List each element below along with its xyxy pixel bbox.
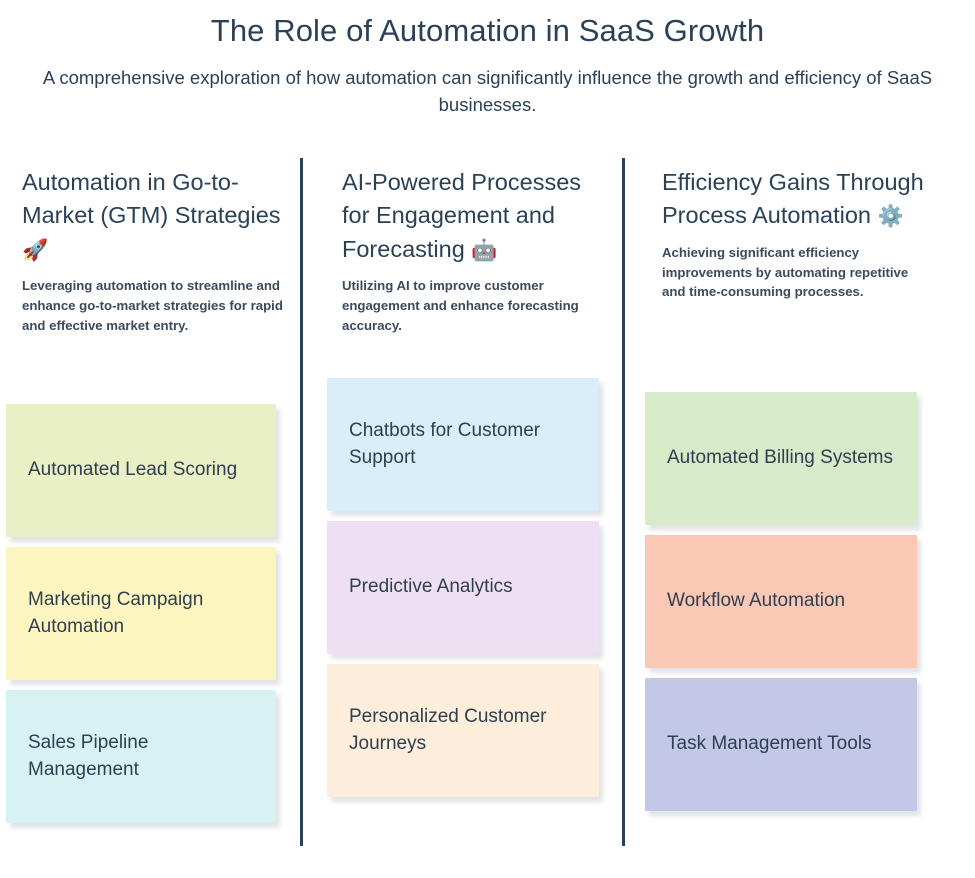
column-1-heading-text: Automation in Go-to-Market (GTM) Strateg…: [22, 169, 281, 229]
column-divider-2: [622, 158, 625, 846]
column-efficiency-gains: Efficiency Gains Through Process Automat…: [645, 158, 930, 811]
column-3-card-list: Automated Billing Systems Workflow Autom…: [645, 392, 917, 821]
card-item[interactable]: Predictive Analytics: [327, 521, 599, 654]
column-3-heading-text: Efficiency Gains Through Process Automat…: [662, 169, 924, 229]
robot-icon: 🤖: [471, 238, 498, 262]
card-item[interactable]: Automated Billing Systems: [645, 392, 917, 525]
columns-region: Automation in Go-to-Market (GTM) Strateg…: [0, 158, 975, 858]
card-label: Personalized Customer Journeys: [349, 705, 547, 754]
card-label: Automated Lead Scoring: [28, 459, 238, 481]
column-2-card-list: Chatbots for Customer Support Predictive…: [327, 378, 599, 807]
column-1-heading: Automation in Go-to-Market (GTM) Strateg…: [22, 166, 290, 266]
column-2-description: Utilizing AI to improve customer engagem…: [342, 278, 579, 333]
card-label: Workflow Automation: [667, 590, 846, 612]
column-3-description: Achieving significant efficiency improve…: [662, 244, 909, 300]
column-2-heading-text: AI-Powered Processes for Engagement and …: [342, 169, 582, 262]
card-label: Chatbots for Customer Support: [349, 419, 541, 468]
column-1-card-list: Automated Lead Scoring Marketing Campaig…: [6, 404, 276, 833]
card-item[interactable]: Marketing Campaign Automation: [6, 547, 276, 680]
card-label: Task Management Tools: [667, 733, 872, 755]
column-automation-gtm: Automation in Go-to-Market (GTM) Strateg…: [6, 158, 290, 823]
gear-icon: ⚙️: [877, 205, 904, 229]
page-subtitle: A comprehensive exploration of how autom…: [42, 67, 933, 115]
page-title: The Role of Automation in SaaS Growth: [210, 13, 765, 48]
card-item[interactable]: Sales Pipeline Management: [6, 690, 276, 823]
column-ai-powered-processes: AI-Powered Processes for Engagement and …: [327, 158, 610, 797]
page-header: The Role of Automation in SaaS Growth A …: [0, 0, 975, 119]
rocket-icon: 🚀: [22, 238, 49, 262]
card-item[interactable]: Chatbots for Customer Support: [327, 378, 599, 511]
card-label: Sales Pipeline Management: [28, 731, 149, 780]
column-divider-1: [300, 158, 303, 846]
card-item[interactable]: Personalized Customer Journeys: [327, 664, 599, 797]
card-label: Predictive Analytics: [349, 576, 513, 598]
card-label: Automated Billing Systems: [667, 447, 893, 469]
card-item[interactable]: Task Management Tools: [645, 678, 917, 811]
card-item[interactable]: Workflow Automation: [645, 535, 917, 668]
card-label: Marketing Campaign Automation: [28, 588, 204, 637]
column-1-description: Leveraging automation to streamline and …: [22, 278, 283, 333]
card-item[interactable]: Automated Lead Scoring: [6, 404, 276, 537]
column-3-heading: Efficiency Gains Through Process Automat…: [662, 166, 930, 233]
column-2-heading: AI-Powered Processes for Engagement and …: [342, 166, 610, 266]
